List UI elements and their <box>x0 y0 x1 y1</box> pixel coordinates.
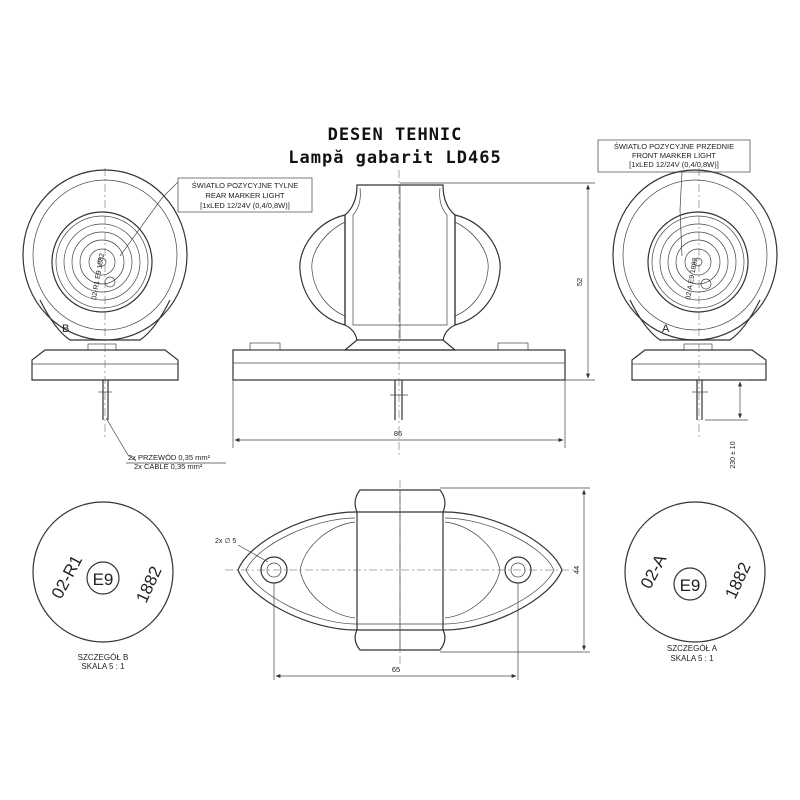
wire-label-en: 2x CABLE 0,35 mm² <box>134 462 203 471</box>
detail-marker-b: B <box>62 323 69 335</box>
detail-b-title: SZCZEGÓŁ B <box>78 653 129 662</box>
drawing-title: DESEN TEHNIC <box>327 125 463 145</box>
front-label-spec: [1xLED 12/24V (0,4/0,8W)] <box>629 160 719 169</box>
hole-label: 2x ∅ 5 <box>215 538 236 545</box>
dim-86-label: 86 <box>394 429 402 438</box>
front-light-label: ŚWIATŁO POZYCYJNE PRZEDNIE FRONT MARKER … <box>597 139 751 173</box>
lens-marking-rear: 02-R1 E9 1882 <box>91 253 106 301</box>
detail-a-title: SZCZEGÓŁ A <box>667 644 718 653</box>
rear-label-en: REAR MARKER LIGHT <box>205 191 285 200</box>
front-label-pl: ŚWIATŁO POZYCYJNE PRZEDNIE <box>614 142 734 151</box>
detail-a-number: 1882 <box>721 559 754 601</box>
detail-b-approval: E9 <box>93 570 114 589</box>
dimension-44: 44 <box>440 487 590 653</box>
front-view: 02-A E9 1882 A <box>612 168 778 440</box>
detail-marker-a: A <box>662 323 670 335</box>
dimension-cable: 230 ± 10 <box>705 379 748 469</box>
dimension-86: 86 <box>232 380 566 448</box>
detail-b-scale: SKALA 5 : 1 <box>81 662 125 671</box>
detail-b-code: 02-R1 <box>48 552 87 602</box>
drawing-subtitle: Lampă gabarit LD465 <box>288 148 502 168</box>
dimension-52: 52 <box>400 182 595 381</box>
rear-light-label: ŚWIATŁO POZYCYJNE TYLNE REAR MARKER LIGH… <box>177 177 313 213</box>
detail-a-code: 02-A <box>637 551 671 592</box>
dim-44-label: 44 <box>572 566 581 574</box>
detail-b: 02-R1 E9 1882 SZCZEGÓŁ B SKALA 5 : 1 <box>32 501 174 671</box>
rear-view: 02-R1 E9 1882 B <box>22 168 188 440</box>
dim-52-label: 52 <box>575 278 584 286</box>
front-label-en: FRONT MARKER LIGHT <box>632 151 716 160</box>
dim-cable-label: 230 ± 10 <box>730 441 737 468</box>
top-view <box>225 480 575 665</box>
rear-label-pl: ŚWIATŁO POZYCYJNE TYLNE <box>192 181 298 190</box>
detail-b-number: 1882 <box>132 563 165 605</box>
side-view <box>232 170 566 455</box>
detail-a-approval: E9 <box>680 576 701 595</box>
dimension-65: 65 <box>273 583 519 680</box>
detail-a-scale: SKALA 5 : 1 <box>670 654 714 663</box>
rear-label-spec: [1xLED 12/24V (0,4/0,8W)] <box>200 201 290 210</box>
lens-marking-front: 02-A E9 1882 <box>685 257 699 300</box>
wire-label: 2x PRZEWÓD 0,35 mm² 2x CABLE 0,35 mm² <box>126 453 226 471</box>
wire-label-pl: 2x PRZEWÓD 0,35 mm² <box>128 453 211 462</box>
detail-a: 02-A E9 1882 SZCZEGÓŁ A SKALA 5 : 1 <box>624 501 766 663</box>
dim-65-label: 65 <box>392 665 400 674</box>
